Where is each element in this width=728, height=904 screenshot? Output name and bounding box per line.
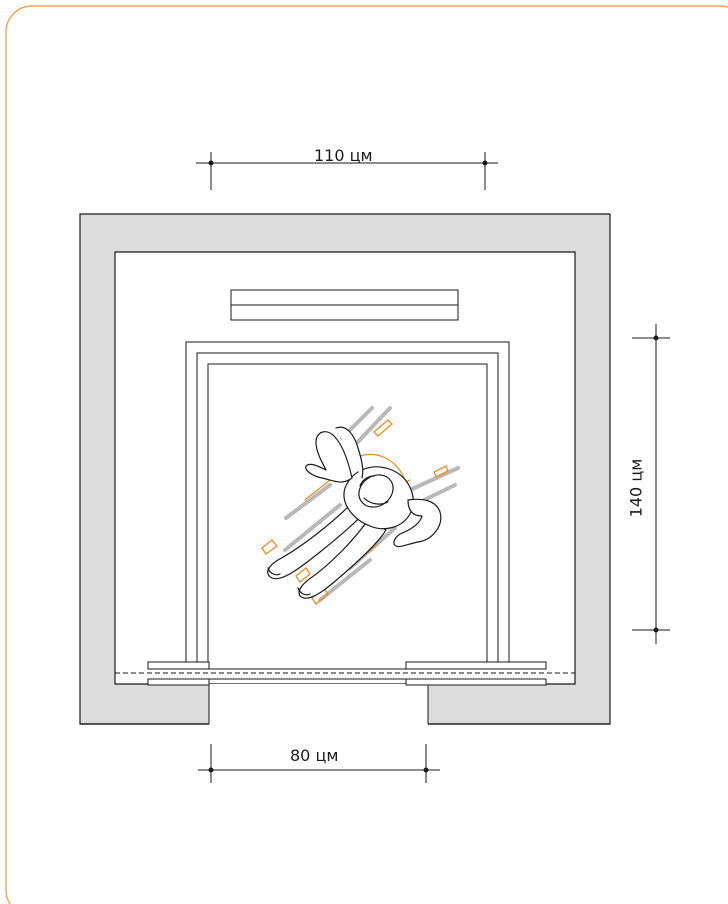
cabin-depth-label: 140 цм <box>626 458 646 518</box>
cabin-width-label: 110 цм <box>314 146 373 165</box>
door-sills <box>115 661 575 686</box>
dimension-line-width <box>196 152 498 190</box>
door-width-label: 80 цм <box>290 746 339 765</box>
stretcher-outline <box>185 341 510 662</box>
dimension-line-door <box>198 744 440 783</box>
dimension-line-depth <box>632 324 670 644</box>
cabin-walls <box>79 213 611 725</box>
back-wall-panel <box>230 289 459 321</box>
person-top-view-icon <box>267 426 442 599</box>
